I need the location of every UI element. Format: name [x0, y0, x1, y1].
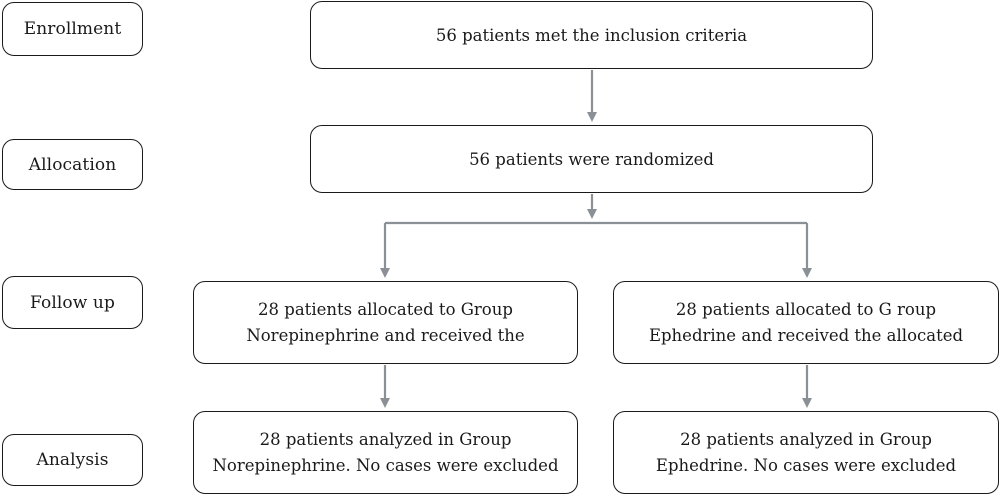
stage-follow-up: Follow up	[2, 276, 143, 329]
allocated-ephedrine-line2: Ephedrine and received the allocated	[648, 325, 964, 345]
stage-enrollment-label: Enrollment	[23, 19, 122, 39]
stage-follow-up-label: Follow up	[30, 292, 115, 313]
allocated-ephedrine-box: 28 patients allocated to G roup Ephedrin…	[613, 281, 999, 364]
allocated-ephedrine-line1: 28 patients allocated to G roup	[675, 299, 937, 319]
randomized-text: 56 patients were randomized	[469, 149, 714, 169]
analyzed-ephedrine-box: 28 patients analyzed in Group Ephedrine.…	[613, 411, 999, 494]
stage-analysis-label: Analysis	[36, 450, 109, 470]
allocated-norepinephrine-line2: Norepinephrine and received the	[246, 325, 525, 345]
stage-allocation-label: Allocation	[28, 154, 117, 175]
analyzed-ephedrine-line1: 28 patients analyzed in Group	[680, 429, 932, 449]
analyzed-norepinephrine-box: 28 patients analyzed in Group Norepineph…	[193, 411, 578, 494]
analyzed-norepinephrine-line2: Norepinephrine. No cases were excluded	[212, 455, 559, 475]
analyzed-ephedrine-line2: Ephedrine. No cases were excluded	[655, 455, 957, 475]
stage-analysis: Analysis	[2, 434, 143, 486]
inclusion-box: 56 patients met the inclusion criteria	[310, 1, 873, 69]
stage-allocation: Allocation	[2, 139, 143, 190]
randomized-box: 56 patients were randomized	[310, 125, 873, 193]
stage-enrollment: Enrollment	[2, 2, 143, 56]
allocated-norepinephrine-box: 28 patients allocated to Group Norepinep…	[193, 281, 578, 364]
allocated-norepinephrine-line1: 28 patients allocated to Group	[258, 299, 513, 319]
inclusion-text: 56 patients met the inclusion criteria	[435, 25, 748, 45]
analyzed-norepinephrine-line1: 28 patients analyzed in Group	[259, 429, 512, 449]
